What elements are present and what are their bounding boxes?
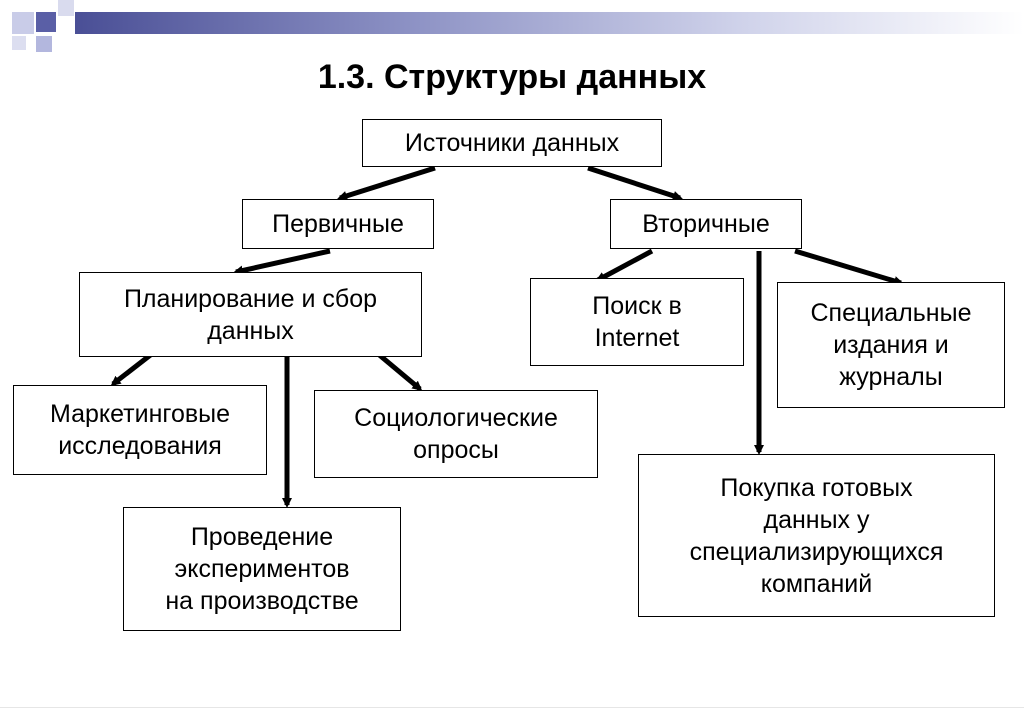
- arrow-planning-to-sociological: [375, 351, 423, 391]
- node-sociological-surveys: Социологические опросы: [314, 390, 598, 478]
- arrow-secondary-to-internet: [595, 248, 654, 283]
- node-purchase-ready-data: Покупка готовых данных у специализирующи…: [638, 454, 995, 617]
- arrow-sources-to-primary: [337, 165, 436, 201]
- node-planning-collection: Планирование и сбор данных: [79, 272, 422, 357]
- corner-square-decoration: [36, 12, 56, 32]
- corner-square-decoration: [12, 36, 26, 50]
- node-marketing-research: Маркетинговые исследования: [13, 385, 267, 475]
- arrow-sources-to-secondary: [587, 165, 683, 201]
- node-secondary: Вторичные: [610, 199, 802, 249]
- node-data-sources: Источники данных: [362, 119, 662, 167]
- node-special-publications: Специальные издания и журналы: [777, 282, 1005, 408]
- header-gradient-band: [75, 12, 1024, 34]
- corner-square-decoration: [58, 0, 74, 16]
- corner-square-decoration: [36, 36, 52, 52]
- arrow-secondary-to-special: [794, 248, 904, 286]
- arrow-planning-to-marketing: [110, 351, 155, 386]
- node-production-experiments: Проведение экспериментов на производстве: [123, 507, 401, 631]
- corner-square-decoration: [12, 12, 34, 34]
- arrow-primary-to-planning: [233, 248, 331, 276]
- slide-title: 1.3. Структуры данных: [317, 58, 707, 96]
- node-internet-search: Поиск в Internet: [530, 278, 744, 366]
- node-primary: Первичные: [242, 199, 434, 249]
